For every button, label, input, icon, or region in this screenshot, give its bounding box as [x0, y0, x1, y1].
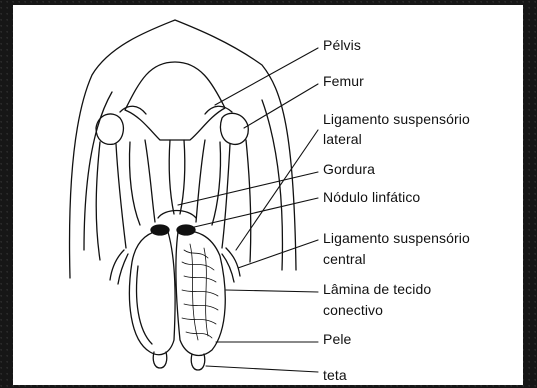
right-femur-head — [220, 113, 248, 144]
udder-right-half — [176, 231, 225, 355]
glandular-tissue-hatching — [182, 244, 218, 340]
label-connective-tissue-line1: Lâmina de tecido — [323, 280, 431, 298]
label-central-ligament-line2: central — [323, 250, 366, 268]
central-septum — [169, 140, 185, 214]
lateral-ligament-right — [222, 248, 240, 282]
leader-teat — [206, 366, 318, 372]
label-central-ligament-line1: Ligamento suspensório — [323, 229, 470, 247]
pelvis-left-wing — [120, 106, 146, 114]
right-femur-shaft — [222, 140, 251, 262]
label-skin: Pele — [323, 330, 351, 348]
lymph-node-left — [151, 225, 169, 235]
label-teat: teta — [323, 366, 347, 384]
leader-lateral — [236, 130, 318, 250]
label-lateral-ligament-line1: Ligamento suspensório — [323, 110, 470, 128]
lateral-ligament-left — [110, 250, 128, 284]
label-connective-tissue-line2: conectivo — [323, 301, 383, 319]
label-fat: Gordura — [323, 160, 375, 178]
teat-right — [191, 354, 205, 370]
label-lateral-ligament-line2: lateral — [323, 130, 362, 148]
hip-line-right — [196, 140, 221, 225]
lymph-node-right — [177, 225, 195, 235]
leader-pelvis — [215, 48, 318, 105]
pelvis-bone — [125, 62, 225, 140]
leader-femur — [244, 84, 318, 128]
body-outline — [70, 20, 296, 278]
label-pelvis: Pélvis — [323, 36, 361, 54]
hip-line-left — [129, 140, 155, 225]
leader-lamina — [226, 290, 318, 292]
label-femur: Femur — [323, 72, 364, 90]
udder-left-inner-line — [137, 266, 152, 344]
label-lymph-node: Nódulo linfático — [323, 188, 420, 206]
left-femur-shaft — [96, 142, 126, 260]
left-femur-head — [96, 114, 123, 144]
leader-lines — [178, 48, 318, 372]
fat-pad — [158, 211, 196, 219]
